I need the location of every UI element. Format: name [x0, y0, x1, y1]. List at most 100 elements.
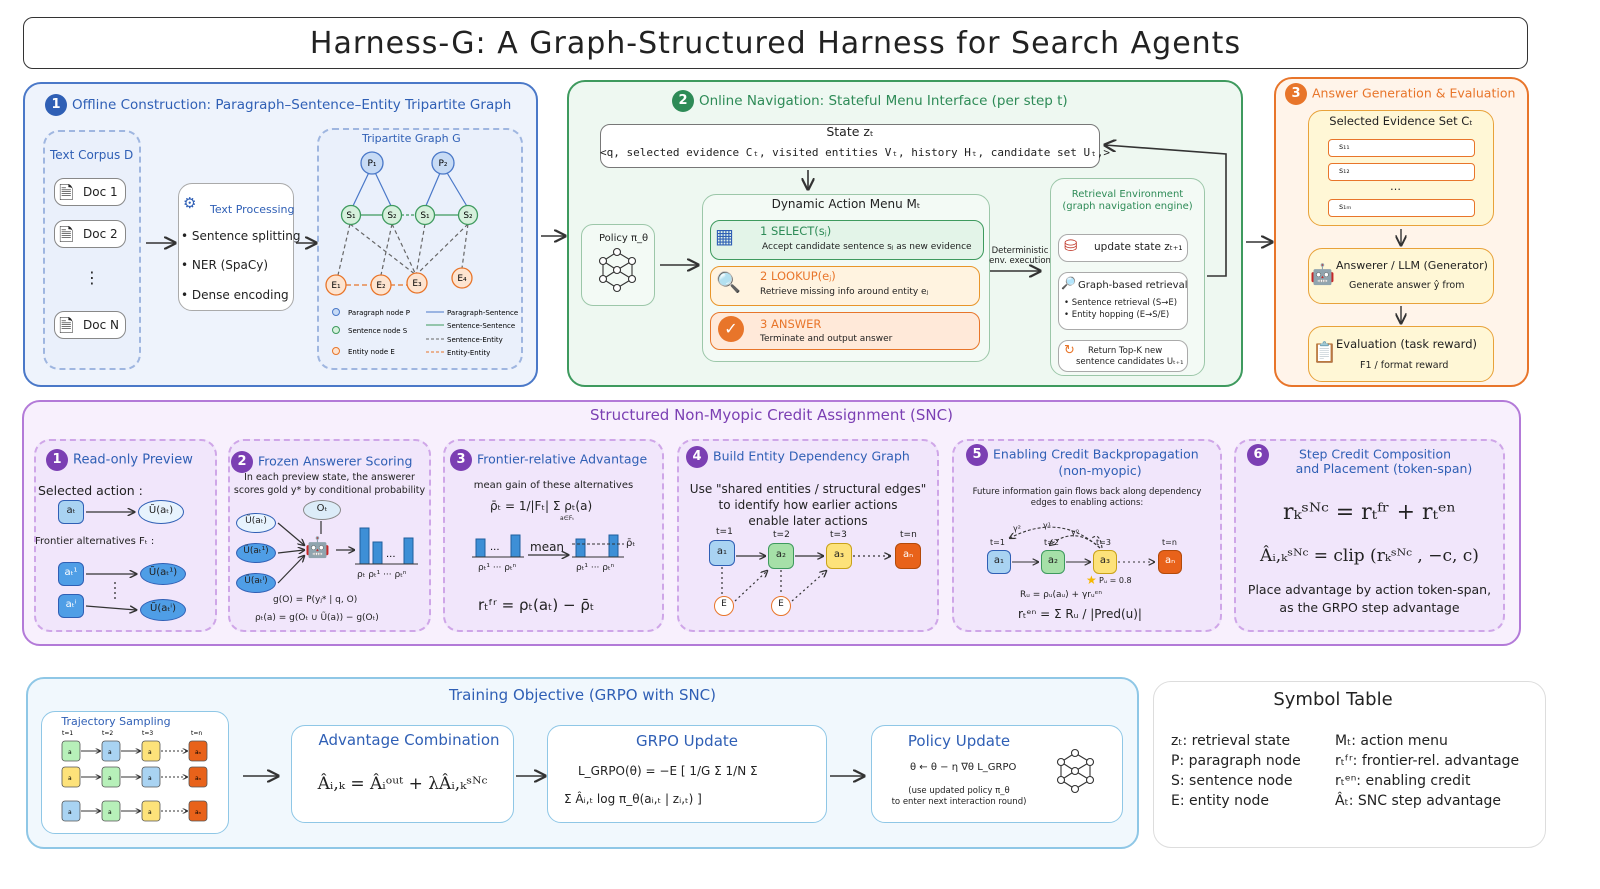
- processing-title: Text Processing: [210, 203, 295, 216]
- dep-node: a₁: [709, 540, 735, 566]
- step-number-2: 2: [672, 90, 694, 112]
- dependency-desc-1: Use "shared entities / structural edges": [689, 482, 927, 496]
- robot-icon: 🤖: [305, 535, 330, 559]
- paragraph-node: [360, 151, 384, 175]
- evidence-item: s₁ₘ: [1328, 199, 1475, 217]
- scoring-desc-2: scores gold y* by conditional probabilit…: [233, 485, 426, 496]
- graph-node-label: P₁: [367, 159, 376, 169]
- traj-step-label: t=1: [62, 730, 73, 737]
- traj-node: [101, 740, 121, 762]
- step-label: t=3: [830, 530, 847, 540]
- online-title: 2 Online Navigation: Stateful Menu Interf…: [672, 90, 1068, 112]
- right-bar-labels: ρₜ¹ ··· ρₜⁿ: [576, 563, 615, 573]
- bar-ellipsis: ···: [490, 545, 500, 556]
- step-title-text: Enabling Credit Backpropagation: [993, 446, 1199, 462]
- step-number-1: 1: [45, 94, 67, 116]
- env-title-2: (graph navigation engine): [1062, 201, 1193, 212]
- legend-edge-label: Paragraph-Sentence: [447, 309, 518, 317]
- entity-node: [325, 274, 347, 296]
- sentence-node: [340, 204, 362, 226]
- step-badge: 1: [46, 449, 68, 471]
- node-label: a₂: [1047, 555, 1059, 566]
- doc-item: 🗎Doc N: [54, 311, 126, 339]
- doc-item: 🗎Doc 2: [54, 220, 126, 248]
- node-label: Ũ(aₜ): [148, 505, 174, 516]
- symbol-entry: S: sentence node: [1171, 773, 1293, 789]
- snc-step-6: [1234, 439, 1505, 632]
- return-text-1: Return Top-K new: [1088, 346, 1163, 356]
- traj-node: [141, 766, 161, 788]
- policy-box: [581, 224, 655, 306]
- traj-node-label: a: [148, 775, 152, 782]
- step-title-text: Frontier-relative Advantage: [477, 451, 648, 467]
- legend-edge-label: Sentence-Entity: [447, 336, 503, 344]
- legend-node-label: Entity node E: [348, 348, 395, 356]
- placement-desc-1: Place advantage by action token-span,: [1247, 582, 1492, 597]
- traj-node-label: a: [108, 809, 112, 816]
- left-bar-labels: ρₜ¹ ··· ρₜⁿ: [478, 563, 517, 573]
- exec-label-2: env. execution: [989, 256, 1051, 266]
- update-state-box: [1058, 234, 1188, 262]
- action-answer[interactable]: [710, 312, 980, 350]
- advantage-title: Advantage Combination: [318, 731, 500, 749]
- answer-title-text: Answer Generation & Evaluation: [1312, 85, 1516, 101]
- node-label: a₂: [775, 549, 787, 560]
- node-label: E: [721, 599, 727, 609]
- traj-node-label: aₙ: [195, 809, 202, 816]
- snc-step-5-subtitle: (non-myopic): [1058, 463, 1142, 478]
- action-lookup[interactable]: [710, 266, 980, 306]
- legend-edge-label: Entity-Entity: [447, 349, 490, 357]
- node-label: aₙ: [902, 549, 914, 560]
- graph-node-label: P₂: [438, 159, 447, 169]
- preview-arrow: [85, 605, 136, 610]
- traj-step-label: t=3: [142, 730, 153, 737]
- advantage-box: [291, 725, 514, 823]
- clipboard-icon: 📋: [1312, 340, 1337, 364]
- answerer-box: [1308, 248, 1494, 304]
- offline-title-text: Offline Construction: Paragraph–Sentence…: [72, 97, 512, 113]
- symbol-entry: E: entity node: [1171, 793, 1270, 809]
- trajectory-title: Trajectory Sampling: [61, 715, 171, 728]
- step-badge: 2: [231, 451, 253, 473]
- context-node: Oₜ: [303, 500, 341, 520]
- action-lookup-title: 2 LOOKUP(eⱼ): [760, 269, 836, 283]
- traj-node-label: a: [148, 749, 152, 756]
- step-label: t=n: [1162, 538, 1177, 547]
- page-title: Harness-G: A Graph-Structured Harness fo…: [309, 26, 1242, 61]
- node-label: a₃: [1099, 555, 1111, 566]
- graph-node-label: E₃: [412, 279, 422, 289]
- paragraph-node: [431, 151, 455, 175]
- snc-title: Structured Non-Myopic Credit Assignment …: [590, 406, 953, 424]
- check-icon: ✓: [718, 316, 744, 342]
- traj-node: [188, 740, 208, 762]
- reward-formula: Rᵤ = ρᵤ(aᵤ) + γrᵤᵉⁿ: [1020, 590, 1102, 600]
- online-title-text: Online Navigation: Stateful Menu Interfa…: [699, 93, 1068, 109]
- mean-sum-sub: a∈Fₜ: [560, 515, 575, 522]
- state-text: <q, selected evidence Cₜ, visited entiti…: [600, 146, 1110, 159]
- graph-node-label: S₁: [346, 211, 356, 221]
- traj-node-label: a: [68, 809, 72, 816]
- step-badge: 6: [1247, 444, 1269, 466]
- entity-node: [451, 267, 473, 289]
- traj-node: [141, 800, 161, 822]
- retrieval-item: • Entity hopping (E→S/E): [1064, 310, 1170, 320]
- answerer-desc: Generate answer ŷ from: [1349, 280, 1465, 291]
- evidence-item: s₁₁: [1328, 139, 1475, 157]
- step-label: t=2: [773, 530, 790, 540]
- symbol-entry: zₜ: retrieval state: [1171, 733, 1291, 749]
- search-icon: 🔎: [1061, 276, 1076, 290]
- update-state-label: update state zₜ₊₁: [1094, 241, 1183, 253]
- loop-arrow: [1105, 145, 1227, 277]
- traj-step-label: t=2: [102, 730, 113, 737]
- action-node: aₜ: [58, 500, 84, 524]
- graph-node-label: S₂: [463, 211, 473, 221]
- neural-network-icon: [598, 247, 637, 293]
- action-select[interactable]: [710, 220, 984, 260]
- step-badge: 3: [450, 449, 472, 471]
- grpo-box: [547, 725, 827, 823]
- policy-note-1: (use updated policy π_θ: [908, 786, 1010, 796]
- symbol-entry: Âₜ: SNC step advantage: [1335, 793, 1501, 809]
- step-badge: 4: [686, 446, 708, 468]
